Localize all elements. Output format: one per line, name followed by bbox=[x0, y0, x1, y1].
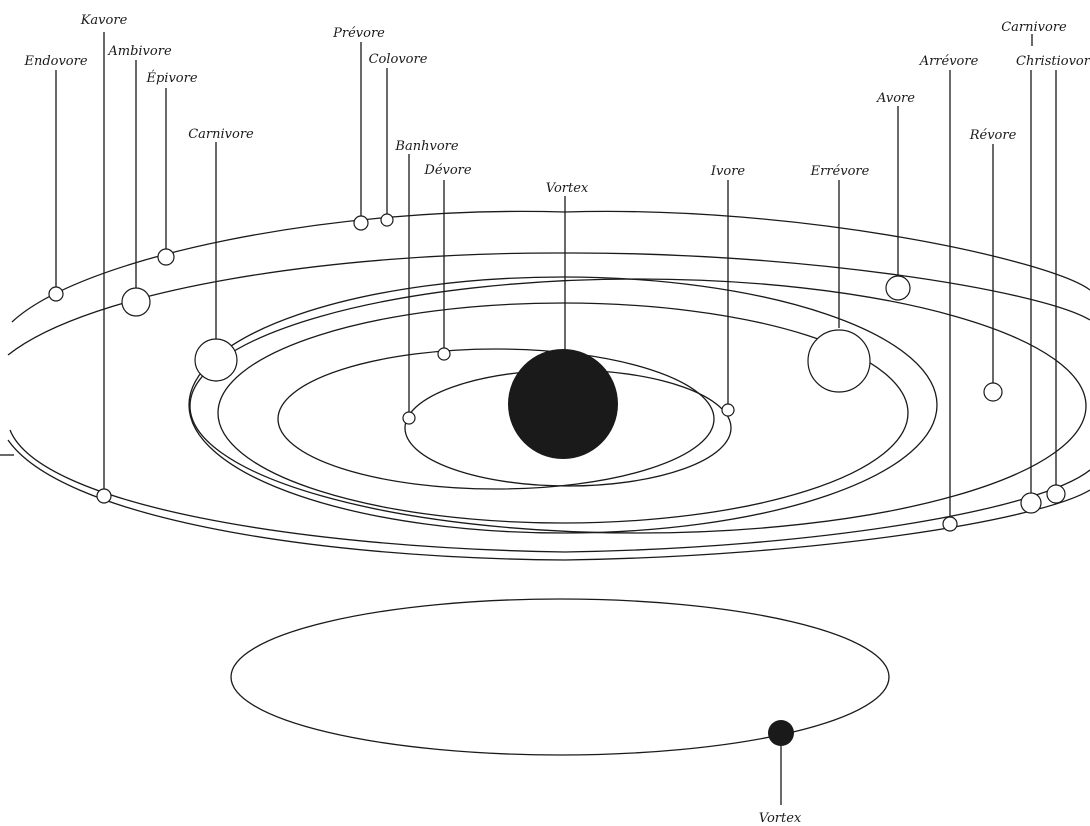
moon-kavore bbox=[96, 488, 112, 504]
vortex-center-body bbox=[508, 349, 618, 459]
label-colovore: Colovore bbox=[369, 52, 428, 67]
moon-revore bbox=[983, 382, 1003, 402]
leader-lines bbox=[0, 32, 1057, 517]
moon-ambivore bbox=[121, 287, 151, 317]
orbit-f bbox=[277, 348, 715, 490]
moon-arrevore bbox=[942, 516, 958, 532]
orbit-c bbox=[189, 278, 1087, 534]
moon-prevore bbox=[353, 215, 369, 231]
label-prevore: Prévore bbox=[332, 26, 385, 41]
label-ambivore: Ambivore bbox=[107, 44, 172, 59]
label-carnivore-right: Carnivore bbox=[1001, 20, 1067, 35]
moon-epivore bbox=[157, 248, 175, 266]
label-christiovore: Christiovore bbox=[1016, 54, 1090, 69]
label-avore: Avore bbox=[876, 91, 915, 106]
orbit-e bbox=[217, 302, 909, 524]
label-arrevore: Arrévore bbox=[919, 54, 979, 69]
label-banhvore: Banhvore bbox=[394, 139, 458, 154]
moon-colovore bbox=[380, 213, 394, 227]
orbit-d bbox=[188, 276, 938, 534]
moon-christiovore-b bbox=[1046, 484, 1066, 504]
label-vortex-top: Vortex bbox=[546, 181, 589, 196]
label-vortex-bottom: Vortex bbox=[759, 811, 802, 826]
label-errevore: Errévore bbox=[810, 164, 870, 179]
label-ivore: Ivore bbox=[710, 164, 746, 179]
label-epivore: Épivore bbox=[145, 70, 197, 86]
moon-christiovore-a bbox=[1020, 492, 1042, 514]
orbit-outer-b bbox=[7, 252, 1090, 356]
moon-devore bbox=[437, 347, 451, 361]
label-revore: Révore bbox=[969, 128, 1017, 143]
label-devore: Dévore bbox=[423, 163, 472, 178]
label-carnivore-left: Carnivore bbox=[188, 127, 254, 142]
orbit-outer-a bbox=[11, 210, 1090, 323]
labels: Kavore Endovore Ambivore Épivore Carnivo… bbox=[23, 13, 1090, 826]
vortex-lower-body bbox=[768, 720, 794, 746]
moon-ivore bbox=[721, 403, 735, 417]
moon-banhvore bbox=[402, 411, 416, 425]
label-endovore: Endovore bbox=[23, 54, 87, 69]
lower-system bbox=[230, 598, 890, 805]
moon-avore bbox=[885, 275, 911, 301]
label-kavore: Kavore bbox=[80, 13, 128, 28]
satellites bbox=[48, 213, 1066, 532]
moon-carnivore-left bbox=[194, 338, 238, 382]
orbit-outer-b-back bbox=[7, 439, 1090, 561]
moon-errevore bbox=[807, 329, 871, 393]
moon-endovore bbox=[48, 286, 64, 302]
orbit-lower bbox=[230, 598, 890, 756]
